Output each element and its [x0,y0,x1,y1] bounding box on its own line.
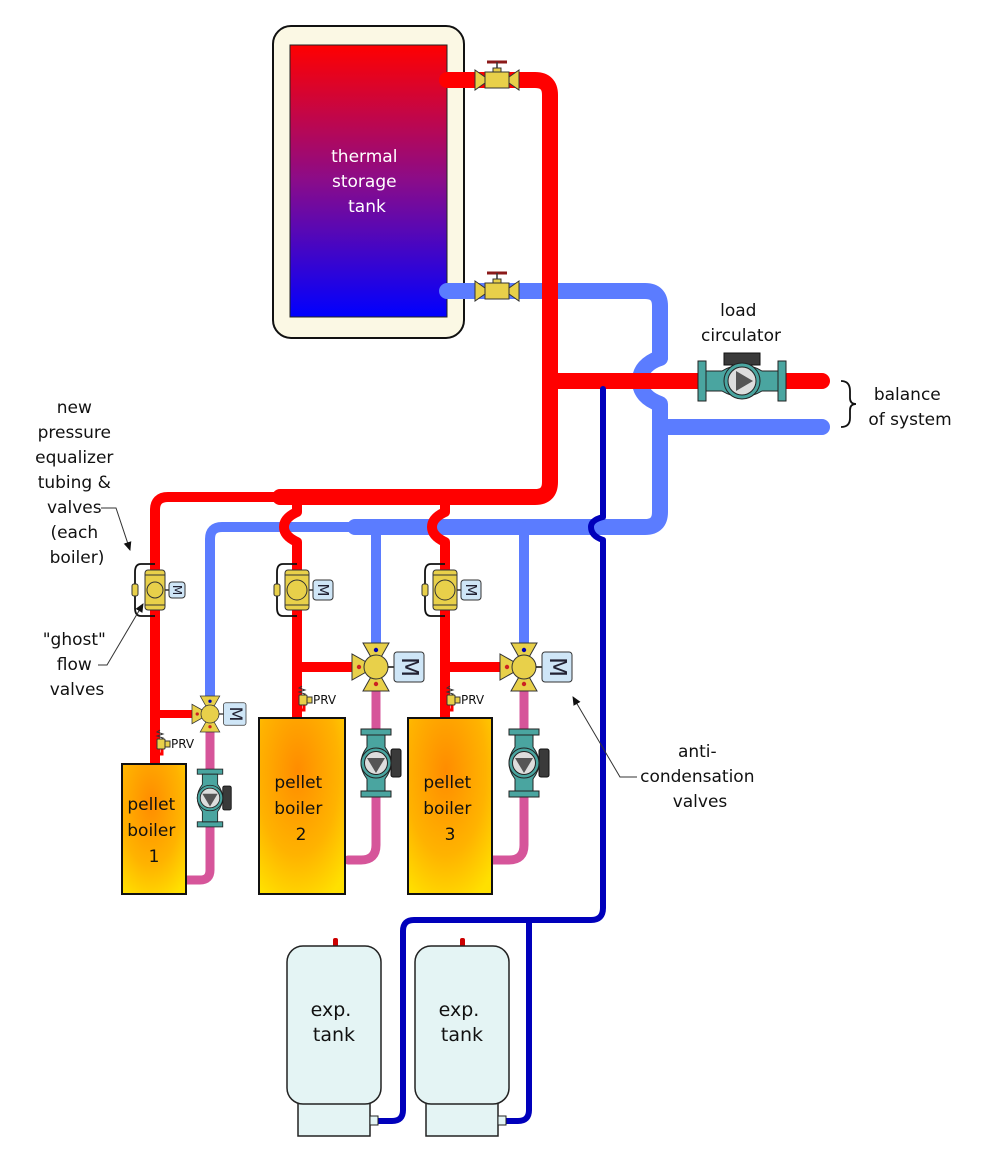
svg-text:exp. tank: exp. tank [439,999,486,1046]
return-header-thin [205,522,360,705]
motor-icon: M [544,657,570,677]
boiler-circulator-3[interactable] [508,728,550,798]
equalizer-callout-arrow [101,507,132,551]
motor-icon: M [170,585,184,595]
boiler-label-line: boiler [423,799,471,819]
motor-icon: M [396,657,422,677]
load-circulator-label: load circulator [701,301,781,346]
pellet-boiler-3: pellet boiler 3 [407,717,493,895]
prv-label: PRV [171,737,195,751]
boiler-loop-3 [487,675,529,865]
equalizer-valve-1[interactable]: M [131,563,186,617]
prv-2[interactable]: PRV [297,685,337,712]
exp-tank-label-line: tank [313,1024,355,1046]
svg-text:exp. tank: exp. tank [311,999,358,1046]
boiler-label-line: pellet [127,795,175,815]
return-piping [205,283,830,705]
tank-label-line: storage [332,172,397,192]
tank-label-line: tank [348,197,386,217]
expansion-pipe-main [375,386,606,1124]
prv-1[interactable]: PRV [155,729,195,756]
boiler-loops [181,675,529,885]
exp-tank-label-line: exp. [311,999,352,1021]
boiler-loop-1 [181,720,215,885]
equalizer-callout-label: new pressure equalizer tubing & valves (… [35,398,119,568]
mixing-valve-3[interactable]: M [499,642,573,692]
return-pipe-bump [347,350,668,535]
return-pipe-tank [439,283,668,366]
prv-label: PRV [461,693,485,707]
ghost-valve [273,583,281,597]
boiler-circulator-2[interactable] [360,728,402,798]
supply-riser-3 [427,492,450,725]
spring-icon [445,685,455,697]
thermal-storage-tank: thermal storage tank [272,25,465,339]
anti-condensation-callout-label: anti- condensation valves [640,742,760,812]
boiler-label-line: boiler [274,799,322,819]
balance-brace [840,380,857,428]
equalizer-actuator-3[interactable]: M [460,579,482,601]
boiler-loop-2 [343,675,381,865]
boiler-circulator-1[interactable] [196,768,232,828]
svg-text:thermal storage ta: thermal storage tank [331,147,403,217]
boiler-label-line: pellet [274,773,322,793]
supply-header-thin [150,492,285,770]
equalizer-valve-3[interactable]: M [421,563,482,617]
boiler-label-line: pellet [423,773,471,793]
expansion-tank-1: exp. tank [286,938,382,1137]
balance-label: balance of system [868,385,951,430]
spring-icon [155,729,165,741]
svg-text:pellet boiler 1: pellet boiler 1 [127,795,181,867]
mixing-actuator-3[interactable]: M [541,651,573,683]
pump-arrow-icon [367,758,385,773]
supply-pipe-tank [272,72,558,505]
motor-icon: M [314,584,332,597]
ghost-valve [131,583,139,597]
equalizer-actuator-2[interactable]: M [312,579,334,601]
prv-3[interactable]: PRV [445,685,485,712]
ghost-flow-callout-arrow [98,603,144,666]
pellet-boiler-1: pellet boiler 1 [121,763,187,895]
tank-body [289,44,448,318]
tank-label-line: thermal [331,147,397,167]
pump-arrow-icon [515,758,533,773]
boiler-label-line: 1 [149,847,160,867]
spring-icon [297,685,307,697]
motor-icon: M [225,707,245,722]
expansion-tank-2: exp. tank [414,938,510,1137]
mixing-actuator-2[interactable]: M [393,651,425,683]
equalizer-valve-2[interactable]: M [273,563,334,617]
pump-arrow-icon [202,793,218,807]
mixing-actuator-1[interactable]: M [223,702,247,726]
ghost-valve [421,583,429,597]
expansion-pipe-branch [501,917,532,1124]
anti-condensation-callout-arrow [572,696,637,778]
mixing-valve-2[interactable]: M [351,642,425,692]
tank-return-valve[interactable] [474,271,520,302]
boiler-label-line: boiler [127,821,175,841]
supply-riser-2 [279,492,302,725]
mixing-valve-1[interactable]: M [191,695,247,733]
tank-supply-valve[interactable] [474,60,520,91]
pellet-boiler-2: pellet boiler 2 [258,717,346,895]
boiler-label-line: 2 [296,825,307,845]
exp-tank-label-line: exp. [439,999,480,1021]
svg-text:pellet boiler 3: pellet boiler 3 [423,773,477,845]
exp-tank-label-line: tank [441,1024,483,1046]
motor-icon: M [462,584,480,597]
boiler-label-line: 3 [445,825,456,845]
equalizer-actuator-1[interactable]: M [168,581,186,599]
load-circulator[interactable] [697,352,787,402]
prv-label: PRV [313,693,337,707]
expansion-line [375,386,606,1124]
svg-text:pellet boiler 2: pellet boiler 2 [274,773,328,845]
ghost-flow-callout-label: "ghost" flow valves [43,630,112,700]
circulator-arrow-icon [736,371,753,391]
